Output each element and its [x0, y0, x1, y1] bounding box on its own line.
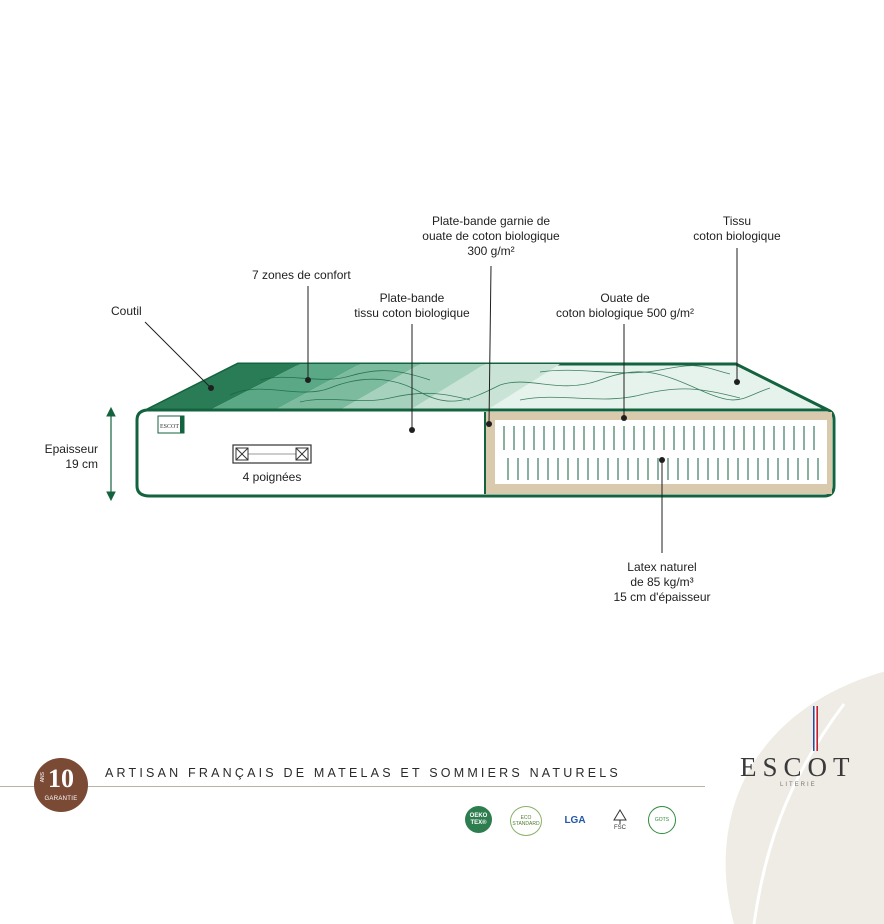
label-zones: 7 zones de confort: [252, 268, 351, 282]
latex-ribs: [503, 426, 819, 480]
label-coutil: Coutil: [111, 304, 142, 318]
french-flag-icon: [813, 706, 818, 751]
label-epaisseur: Epaisseur 19 cm: [44, 442, 98, 471]
label-ouate: Ouate de coton biologique 500 g/m²: [555, 291, 695, 320]
label-latex: Latex naturel de 85 kg/m³ 15 cm d'épaiss…: [613, 560, 711, 604]
escot-logo-sub: LITERIE: [780, 782, 817, 788]
label-poignees: 4 poignées: [242, 470, 302, 484]
label-plate-bande-tissu: Plate-bande tissu coton biologique: [354, 291, 470, 320]
tagline: ARTISAN FRANÇAIS DE MATELAS ET SOMMIERS …: [105, 766, 621, 780]
mini-logo-text: ESCOT: [160, 424, 179, 430]
leader-dots: [208, 377, 740, 463]
zone-band-2: [275, 364, 420, 410]
zone-band-1: [210, 364, 360, 410]
fsc-logo: FSC: [608, 806, 632, 834]
warranty-badge: 10 ANS GARANTIE: [34, 758, 88, 812]
mattress-diagram: ESCOT: [106, 248, 836, 553]
eco-standard-logo: ECO STANDARD: [510, 806, 542, 836]
thickness-arrow: [106, 406, 116, 502]
label-tissu: Tissu coton biologique: [693, 214, 781, 243]
coutil-strip: [147, 364, 300, 410]
gots-logo: GOTS: [648, 806, 676, 834]
escot-logo: ESCOT: [740, 752, 856, 782]
quilting-pattern: [229, 365, 771, 403]
lga-logo: LGA: [564, 814, 586, 826]
footer-divider: [0, 786, 705, 787]
ouate-layer: [495, 420, 827, 484]
tree-icon: [613, 809, 627, 824]
zone-band-4: [410, 364, 560, 410]
label-plate-bande-garnie: Plate-bande garnie de ouate de coton bio…: [422, 214, 560, 258]
leader-lines: [144, 248, 738, 553]
oeko-tex-logo: OEKO TEX®: [465, 806, 492, 833]
handle-icon: [232, 444, 312, 464]
